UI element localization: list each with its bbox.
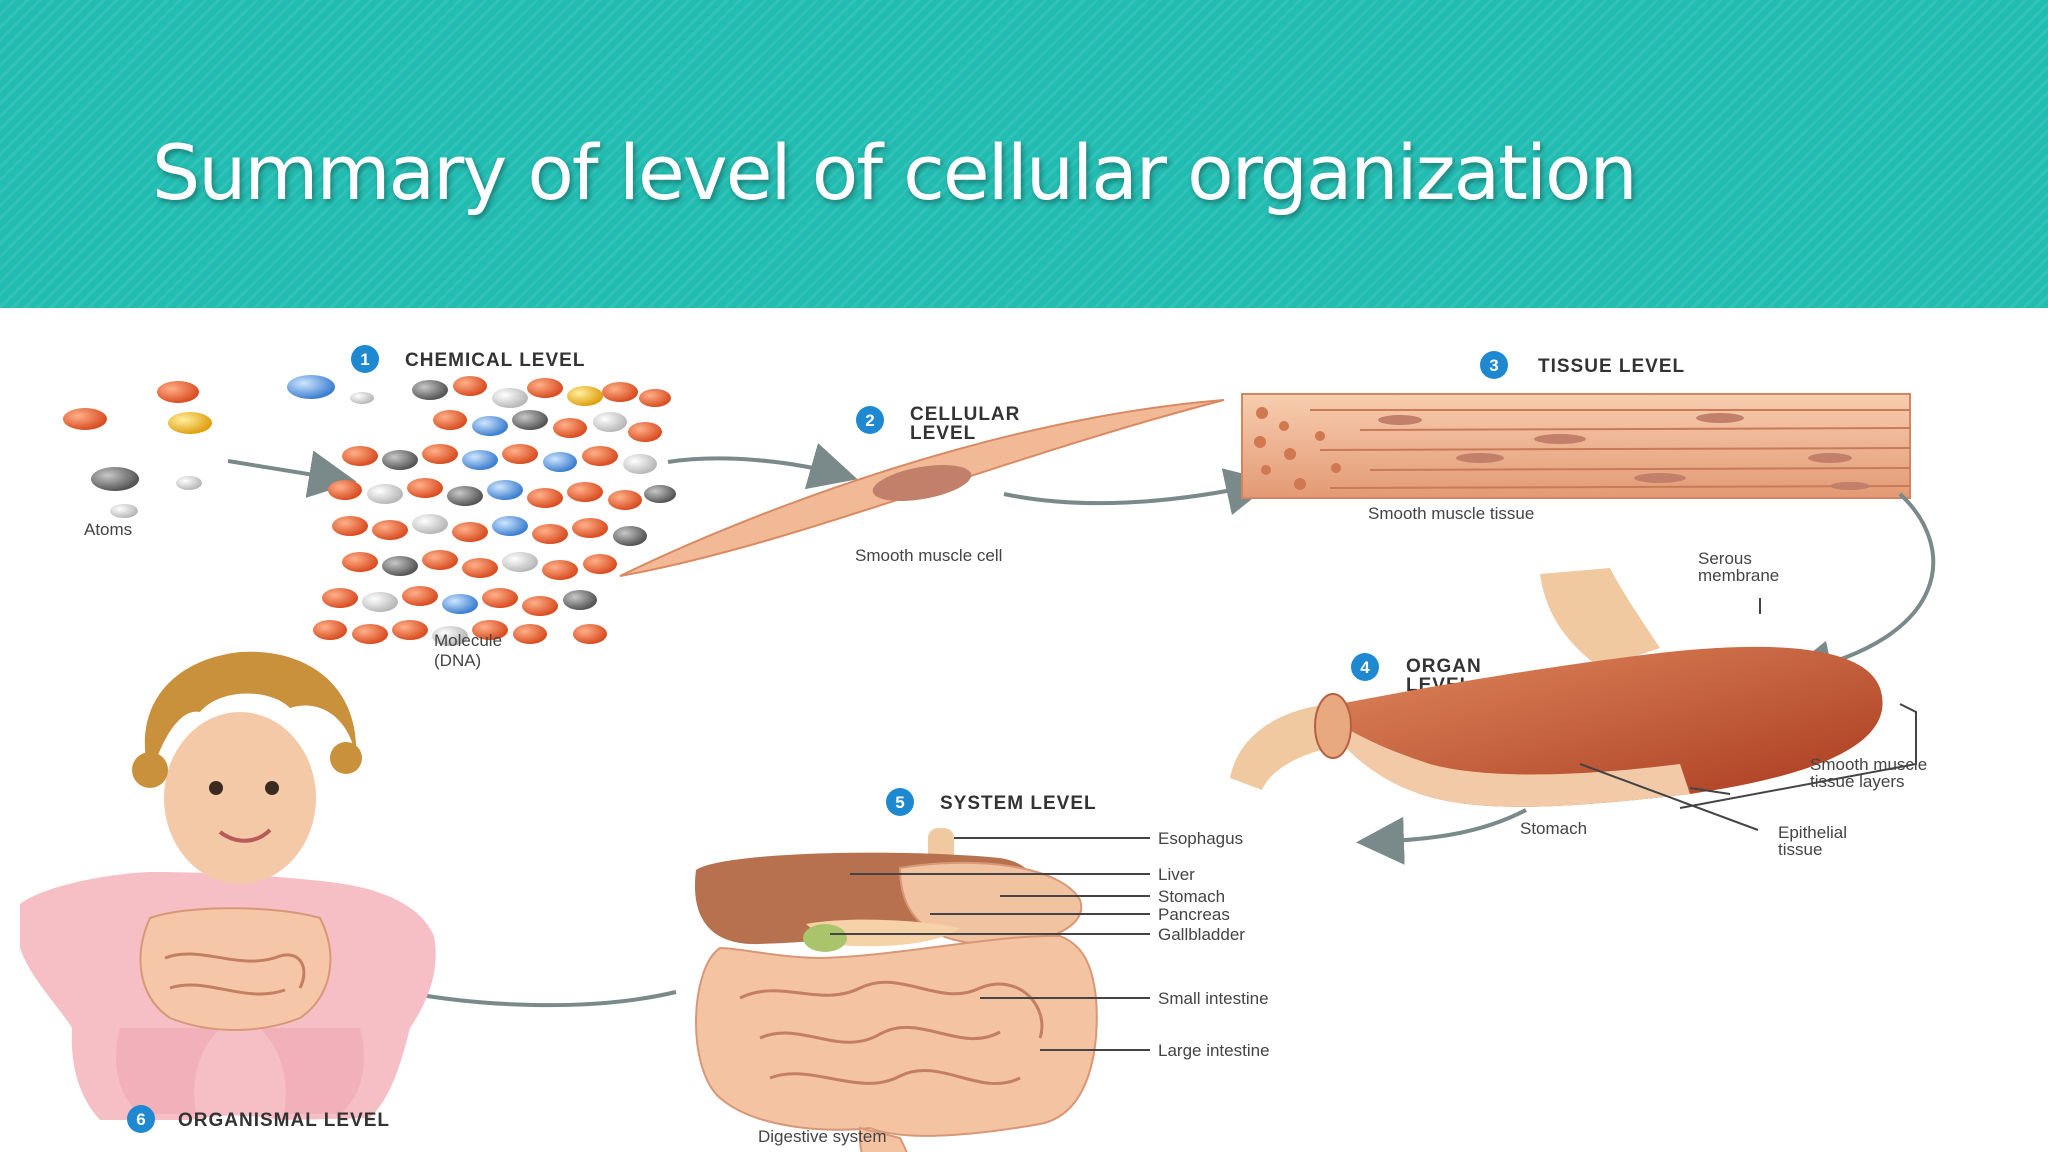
organismal-level-label: ORGANISMAL LEVEL bbox=[178, 1110, 390, 1131]
level-number-4: 4 bbox=[1360, 658, 1370, 677]
level-badge-6 bbox=[127, 1105, 155, 1133]
molecule-caption-line1: Molecule bbox=[434, 631, 502, 650]
level-badge-4 bbox=[1351, 653, 1379, 681]
cellular-level-label-line2: LEVEL bbox=[910, 423, 976, 444]
cell-nucleus bbox=[872, 465, 972, 501]
level-badge-3 bbox=[1480, 351, 1508, 379]
system-labels: Esophagus Liver Stomach Pancreas Gallbla… bbox=[1158, 829, 1270, 1060]
level-badge-5 bbox=[886, 788, 914, 816]
molecule-caption-line2: (DNA) bbox=[434, 651, 481, 670]
level-number-1: 1 bbox=[360, 350, 369, 369]
system-level: 5 SYSTEM LEVEL Esophagus Liver Stomach P… bbox=[344, 788, 1270, 1152]
chemical-level: 1 CHEMICAL LEVEL Atoms bbox=[63, 345, 858, 670]
stomach-caption: Stomach bbox=[1520, 819, 1587, 838]
system-label-large-intestine: Large intestine bbox=[1158, 1041, 1270, 1060]
atoms-illustration bbox=[63, 375, 374, 518]
tissue-level: 3 TISSUE LEVEL Smooth muscle tissue bbox=[1241, 351, 1936, 688]
epithelial-tissue-caption-line2: tissue bbox=[1778, 840, 1822, 859]
chemical-level-label: CHEMICAL LEVEL bbox=[405, 350, 585, 371]
organ-level: 4 ORGAN LEVEL Serous membrane Smooth mus… bbox=[1230, 549, 1927, 865]
system-label-small-intestine: Small intestine bbox=[1158, 989, 1269, 1008]
smooth-muscle-tissue-caption: Smooth muscle tissue bbox=[1368, 504, 1534, 523]
system-label-pancreas: Pancreas bbox=[1158, 905, 1230, 924]
smooth-muscle-tissue-block bbox=[1241, 393, 1911, 499]
system-leader-lines bbox=[830, 837, 1150, 1051]
arrow-atoms-to-molecule bbox=[227, 450, 357, 498]
serous-membrane-caption-line2: membrane bbox=[1698, 566, 1779, 585]
slide-title: Summary of level of cellular organizatio… bbox=[152, 128, 1638, 217]
epithelial-tissue-caption-line1: Epithelial bbox=[1778, 823, 1847, 842]
level-number-2: 2 bbox=[865, 411, 874, 430]
tissue-level-label: TISSUE LEVEL bbox=[1538, 356, 1685, 377]
arrow-tissue-to-organ bbox=[1784, 492, 1936, 688]
organization-diagram: 1 CHEMICAL LEVEL Atoms bbox=[20, 345, 1936, 1152]
system-label-stomach: Stomach bbox=[1158, 887, 1225, 906]
system-label-esophagus: Esophagus bbox=[1158, 829, 1243, 848]
level-badge-1 bbox=[351, 345, 379, 373]
child-illustration bbox=[20, 651, 436, 1120]
stomach-illustration bbox=[1230, 568, 1917, 831]
atoms-caption: Atoms bbox=[84, 520, 132, 539]
smooth-muscle-layers-caption-line1: Smooth muscle bbox=[1810, 755, 1927, 774]
system-label-gallbladder: Gallbladder bbox=[1158, 925, 1245, 944]
cellular-level-label-line1: CELLULAR bbox=[910, 404, 1020, 425]
dna-molecule-illustration bbox=[313, 376, 676, 646]
title-banner bbox=[0, 0, 2048, 308]
arrow-molecule-to-cell bbox=[667, 443, 858, 490]
smooth-muscle-layers-caption-line2: tissue layers bbox=[1810, 772, 1904, 791]
smooth-muscle-cell-caption: Smooth muscle cell bbox=[855, 546, 1002, 565]
digestive-system-caption: Digestive system bbox=[758, 1127, 886, 1146]
level-number-3: 3 bbox=[1489, 356, 1498, 375]
system-label-liver: Liver bbox=[1158, 865, 1195, 884]
serous-membrane-caption-line1: Serous bbox=[1698, 549, 1752, 568]
level-badge-2 bbox=[856, 406, 884, 434]
digestive-system-illustration bbox=[694, 828, 1098, 1152]
system-level-label: SYSTEM LEVEL bbox=[940, 793, 1097, 814]
cellular-level: 2 CELLULAR LEVEL Smooth muscle cell bbox=[619, 399, 1274, 577]
organ-level-label-line1: ORGAN bbox=[1406, 656, 1482, 677]
arrow-cell-to-tissue bbox=[1003, 468, 1274, 516]
level-number-6: 6 bbox=[136, 1110, 145, 1129]
level-number-5: 5 bbox=[895, 793, 904, 812]
arrow-organ-to-system bbox=[1356, 808, 1527, 865]
organismal-level: 6 ORGANISMAL LEVEL bbox=[20, 651, 436, 1133]
